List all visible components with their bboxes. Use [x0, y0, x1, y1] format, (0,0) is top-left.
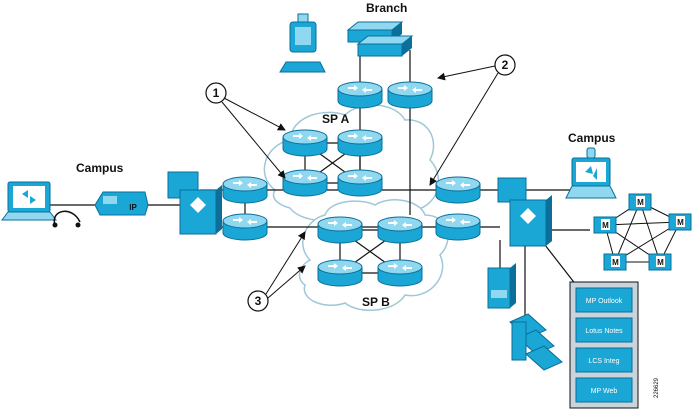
application-item: LCS Integ	[575, 347, 633, 373]
sp-b-router-3-icon	[317, 259, 363, 287]
mcu-node-3-icon: M	[668, 213, 692, 231]
server-icon	[487, 263, 516, 309]
mcu-node-2-label: M	[602, 221, 609, 230]
mcu-nodes: M M M M M	[593, 193, 692, 271]
application-item: Lotus Notes	[575, 317, 633, 343]
sp-a-router-1-icon	[282, 129, 328, 157]
campus-right-router-2-icon	[435, 213, 481, 241]
mcu-node-5-label: M	[657, 258, 664, 267]
sp-a-router-2-icon	[337, 129, 383, 157]
callout-1: 1	[205, 82, 286, 179]
campus-right-switch-icon	[497, 177, 552, 247]
mcu-node-5-icon: M	[648, 253, 672, 271]
sp-a-router-3-icon	[282, 169, 328, 197]
campus-left-router-2-icon	[222, 213, 268, 241]
callout-1-label: 1	[213, 86, 220, 100]
callout-3: 3	[247, 231, 306, 312]
laptop-right-icon	[565, 147, 617, 199]
sp-b-label: SP B	[362, 295, 390, 309]
sp-b-router-4-icon	[377, 259, 423, 287]
campus-right-router-1-icon	[435, 176, 481, 204]
gateway-stack-icon	[509, 313, 563, 371]
sp-b-cloud	[298, 199, 449, 311]
application-item-label: LCS Integ	[588, 358, 619, 365]
video-phone-icon	[279, 13, 326, 73]
ip-phone-icon: IP	[94, 191, 149, 216]
mcu-node-2-icon: M	[593, 216, 617, 234]
campus-left-label: Campus	[76, 161, 124, 175]
branch-router-1-icon	[337, 81, 383, 109]
application-item: MP Outlook	[575, 287, 633, 313]
callout-2-label: 2	[502, 58, 509, 72]
application-item: MP Web	[575, 377, 633, 403]
figure-id: 226629	[654, 377, 660, 398]
laptop-left-icon	[1, 181, 57, 221]
sp-b-router-1-icon	[317, 216, 363, 244]
application-item-label: MP Web	[591, 388, 618, 395]
campus-left-router-1-icon	[222, 176, 268, 204]
mcu-node-3-label: M	[677, 218, 684, 227]
application-item-label: MP Outlook	[586, 298, 623, 305]
mcu-node-4-label: M	[612, 258, 619, 267]
campus-left-switch-icon	[167, 171, 222, 235]
application-item-label: Lotus Notes	[585, 328, 623, 335]
callout-3-label: 3	[255, 294, 262, 308]
branch-router-2-icon	[387, 81, 433, 109]
routers	[222, 81, 481, 287]
branch-switch-2-icon	[356, 35, 414, 57]
branch-label: Branch	[366, 1, 407, 15]
headset-icon	[52, 210, 81, 228]
campus-right-label: Campus	[568, 131, 616, 145]
mcu-node-1-label: M	[637, 198, 644, 207]
ip-phone-label: IP	[129, 203, 137, 212]
sp-a-label: SP A	[322, 112, 350, 126]
sp-b-router-2-icon	[377, 216, 423, 244]
callout-2: 2	[429, 54, 516, 186]
sp-a-router-4-icon	[337, 169, 383, 197]
mcu-node-4-icon: M	[603, 253, 627, 271]
mcu-node-1-icon: M	[628, 193, 652, 211]
